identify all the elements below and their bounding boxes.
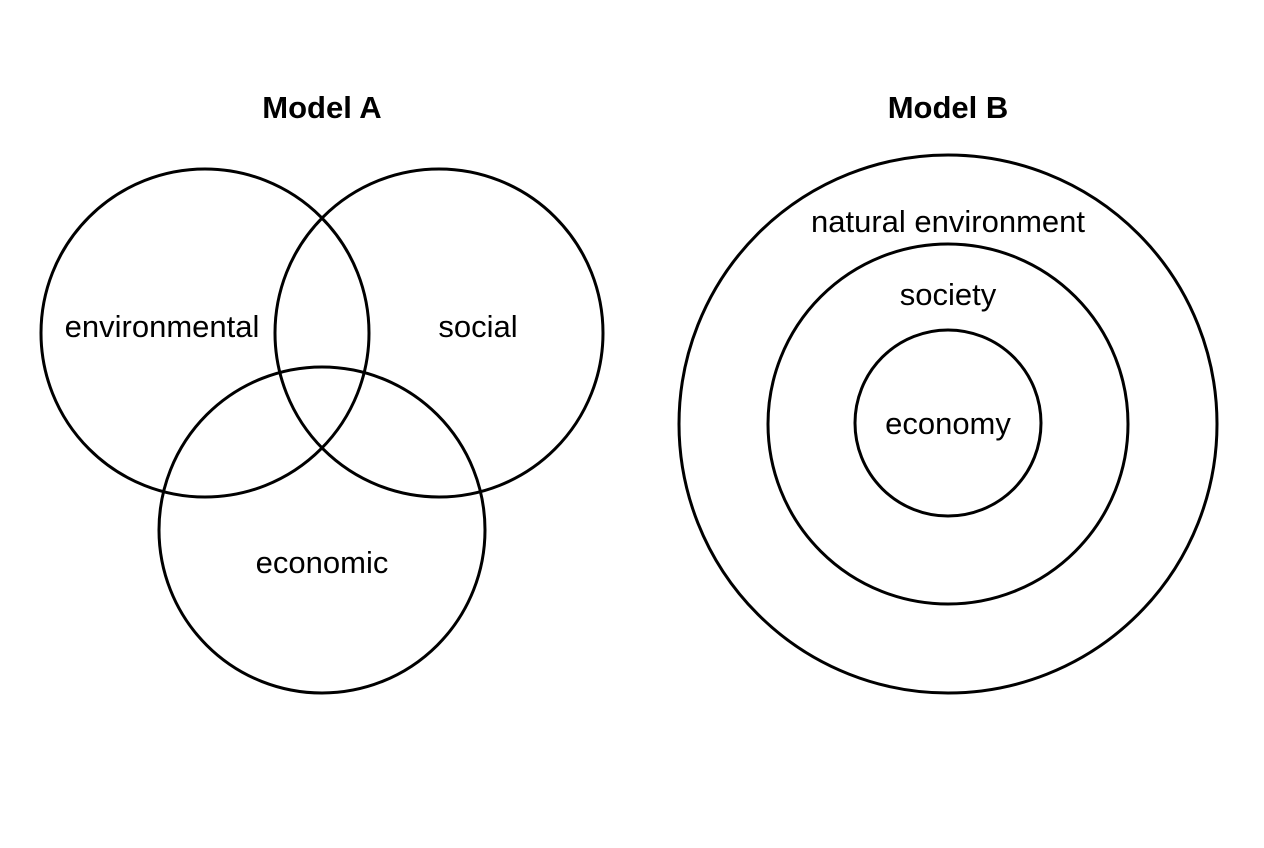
model-a-diagram: Model A environmental social economic <box>39 90 605 695</box>
model-a-title: Model A <box>262 90 381 125</box>
model-b-title: Model B <box>888 90 1009 125</box>
social-circle <box>273 167 605 499</box>
society-circle <box>766 242 1130 606</box>
social-label: social <box>438 309 517 344</box>
society-label: society <box>900 277 997 312</box>
natural-environment-label: natural environment <box>811 204 1085 239</box>
natural-environment-circle <box>677 153 1219 695</box>
environmental-label: environmental <box>65 309 260 344</box>
economy-circle <box>853 328 1043 518</box>
model-b-diagram: Model B natural environment society econ… <box>677 90 1219 695</box>
economic-circle <box>157 365 487 695</box>
environmental-circle <box>39 167 371 499</box>
economic-label: economic <box>256 545 389 580</box>
economy-label: economy <box>885 406 1011 441</box>
